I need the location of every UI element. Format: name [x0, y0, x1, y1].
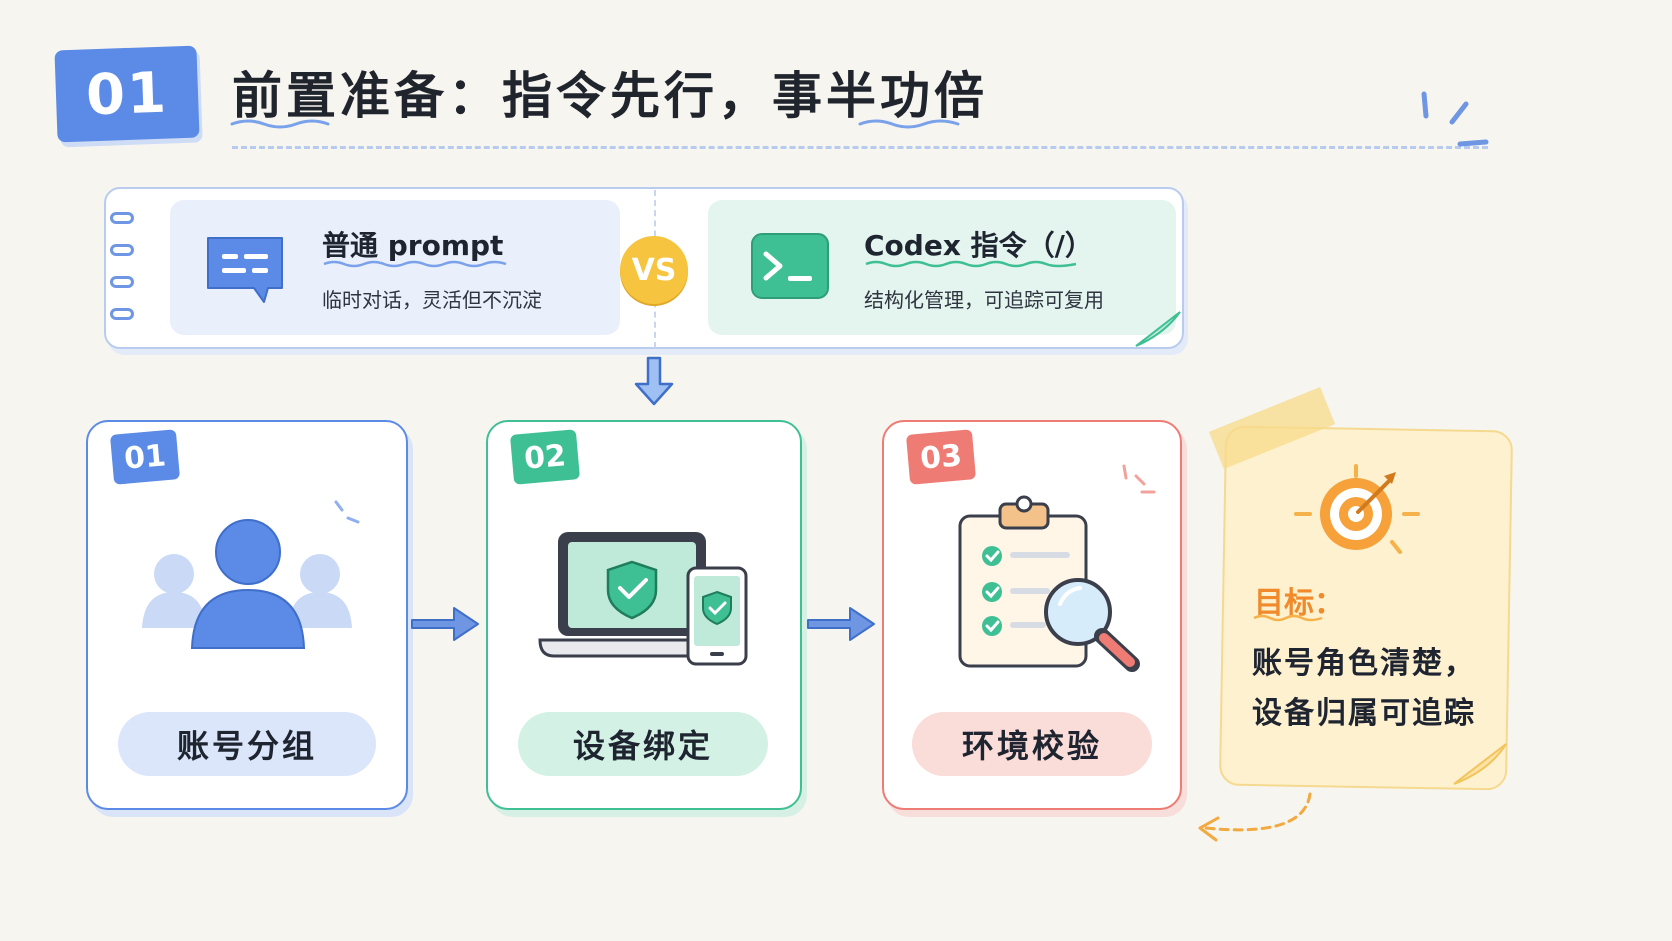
goal-line-2: 设备归属可追踪	[1252, 696, 1476, 731]
step-tag: 02	[509, 429, 581, 485]
step-tag: 01	[109, 429, 181, 485]
down-arrow-icon	[634, 356, 674, 406]
vs-badge: VS	[620, 236, 688, 304]
user-group-icon	[140, 518, 356, 656]
title-divider	[232, 146, 1488, 149]
step-label: 环境校验	[912, 712, 1152, 776]
step-tag: 03	[905, 429, 977, 485]
binder-ring	[110, 276, 134, 288]
step-label: 设备绑定	[518, 712, 768, 776]
prompt-subtitle: 临时对话，灵活但不沉淀	[322, 288, 542, 312]
sparkle-marks-icon	[334, 500, 360, 524]
terminal-icon	[750, 232, 830, 306]
step-label: 账号分组	[118, 712, 376, 776]
sparkle-marks-icon	[1122, 464, 1156, 494]
sparkle-marks-icon	[1421, 91, 1489, 147]
codex-subtitle: 结构化管理，可追踪可复用	[864, 288, 1104, 312]
section-number: 01	[84, 60, 170, 128]
right-arrow-icon	[807, 607, 875, 641]
binder-ring	[110, 212, 134, 224]
codex-title: Codex 指令（/）	[864, 229, 1093, 262]
clipboard-check-icon	[956, 494, 1144, 680]
section-number-badge: 01	[54, 45, 200, 143]
right-arrow-icon	[411, 607, 479, 641]
chat-bubble-icon	[202, 232, 288, 312]
goal-line-1: 账号角色清楚，	[1252, 646, 1476, 681]
prompt-title-underline	[323, 260, 507, 268]
title-underline-squiggles	[230, 119, 960, 129]
devices-shield-icon	[538, 528, 750, 672]
goal-label: 目标：	[1254, 586, 1344, 621]
page-curl-icon	[1453, 743, 1507, 785]
curved-return-arrow-icon	[1198, 792, 1312, 842]
goal-label-underline	[1253, 614, 1323, 622]
binder-ring	[110, 308, 134, 320]
page-curl-icon	[1135, 311, 1181, 347]
page-title: 前置准备：指令先行，事半功倍	[232, 67, 988, 125]
binder-ring	[110, 244, 134, 256]
target-icon	[1292, 462, 1422, 566]
codex-title-underline	[865, 260, 1077, 268]
prompt-title: 普通 prompt	[322, 229, 504, 262]
